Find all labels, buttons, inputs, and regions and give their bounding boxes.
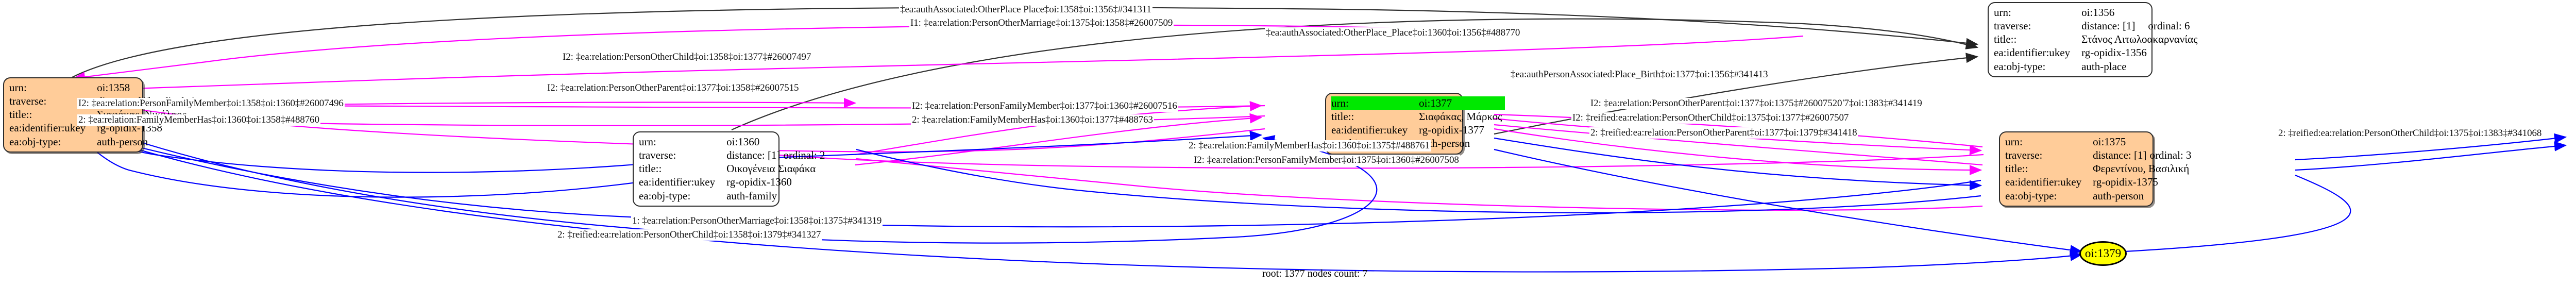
- value-ordinal: ordinal: 2: [783, 149, 825, 162]
- label-urn: urn:: [2005, 136, 2023, 148]
- node-row-traverse: traverse: distance: [1] ordinal: 3: [2005, 148, 2195, 162]
- label-title: title::: [1994, 33, 2017, 46]
- value-urn: oi:1358: [97, 81, 130, 94]
- edge-label-e19: 2: ‡reified:ea:relation:PersonOtherChild…: [556, 229, 822, 241]
- node-record-1360[interactable]: urn: oi:1360 traverse: distance: [1] ord…: [633, 131, 825, 207]
- label-urn: urn:: [9, 81, 27, 94]
- value-urn: oi:1377: [1419, 96, 1505, 110]
- value-ukey: rg-opidix-1360: [726, 176, 792, 189]
- node-row-ukey: ea:identifier:ukey rg-opidix-1360: [639, 175, 828, 189]
- label-traverse: traverse:: [639, 149, 676, 162]
- edge-label-e12: 2: ‡ea:relation:FamilyMemberHas‡oi:1360‡…: [911, 114, 1154, 126]
- label-title: title::: [1331, 110, 1354, 123]
- value-title: Στάνος Αιτωλοακαρνανίας: [2081, 33, 2198, 46]
- label-urn: urn:: [1994, 6, 2011, 19]
- value-ordinal: ordinal: 6: [2148, 20, 2190, 32]
- edge-label-e11: 2: ‡ea:relation:FamilyMemberHas‡oi:1360‡…: [77, 114, 320, 126]
- label-traverse: traverse:: [1994, 20, 2031, 32]
- edge-label-e7: I2: ‡ea:relation:PersonOtherParent‡oi:13…: [546, 82, 800, 94]
- node-row-objtype: ea:obj-type: auth-place: [1994, 60, 2200, 73]
- label-urn: urn:: [639, 136, 656, 148]
- edge-label-e5: ‡ea:authPersonAssociated:Place_Birth‡oi:…: [1510, 69, 1769, 80]
- node-row-ukey: ea:identifier:ukey rg-opidix-1377: [1331, 123, 1505, 137]
- edge-label-e18: 1: ‡ea:relation:PersonOtherMarriage‡oi:1…: [631, 215, 883, 227]
- edge-label-e15: 2: ‡reified:ea:relation:PersonOtherChild…: [2277, 128, 2543, 139]
- value-distance: distance: [1]: [2093, 149, 2147, 162]
- node-ellipse-1379[interactable]: oi:1379: [2079, 241, 2127, 266]
- edge-label-e16: 2: ‡ea:relation:FamilyMemberHas‡oi:1360‡…: [1188, 140, 1431, 152]
- label-ukey: ea:identifier:ukey: [2005, 176, 2082, 189]
- node-row-title: title:: Οικογένεια Σιαφάκα: [639, 162, 828, 175]
- node-row-urn: urn: oi:1375: [2005, 135, 2195, 148]
- edge-label-e4: I2: ‡ea:relation:PersonOtherChild‡oi:135…: [562, 52, 812, 63]
- value-distance: distance: [1]: [726, 149, 781, 162]
- value-ordinal: ordinal: 3: [2149, 149, 2192, 162]
- value-urn: oi:1360: [726, 136, 760, 148]
- value-title: Φερεντίνου, Βασιλική: [2093, 162, 2190, 175]
- value-objtype: auth-person: [97, 135, 148, 148]
- label-title: title::: [9, 108, 32, 121]
- node-row-title: title:: Στάνος Αιτωλοακαρνανίας: [1994, 32, 2200, 46]
- label-ukey: ea:identifier:ukey: [1994, 46, 2071, 59]
- node-ellipse-1379-label: oi:1379: [2084, 247, 2122, 260]
- node-row-objtype: ea:obj-type: auth-person: [2005, 189, 2195, 203]
- value-urn: oi:1356: [2081, 6, 2115, 19]
- value-title: Οικογένεια Σιαφάκα: [726, 162, 816, 175]
- node-row-traverse: traverse: distance: [1] ordinal: 2: [639, 148, 828, 162]
- value-objtype: auth-person: [2093, 189, 2144, 202]
- edge-label-e10: I2: ‡ea:relation:PersonOtherParent‡oi:13…: [1589, 98, 1843, 109]
- node-row-objtype: ea:obj-type: auth-family: [639, 189, 828, 203]
- value-objtype: auth-family: [726, 189, 777, 202]
- label-title: title::: [639, 162, 662, 175]
- node-row-ukey: ea:identifier:ukey rg-opidix-1375: [2005, 175, 2195, 189]
- node-record-1356[interactable]: urn: oi:1356 traverse: distance: [1] ord…: [1988, 2, 2197, 77]
- value-title: Σιαφάκας, Μάρκος: [1419, 110, 1502, 123]
- edge-label-e9: I2: ‡ea:relation:PersonFamilyMember‡oi:1…: [911, 100, 1178, 112]
- node-record-1375[interactable]: urn: oi:1375 traverse: distance: [1] ord…: [1999, 131, 2192, 207]
- node-row-urn: urn: oi:1356: [1994, 6, 2200, 19]
- edge-label-e17: I2: ‡ea:relation:PersonFamilyMember‡oi:1…: [1193, 155, 1460, 166]
- edge-label-e1: ‡ea:authAssociated:OtherPlace Place‡oi:1…: [899, 4, 1153, 15]
- node-row-urn: urn: oi:1360: [639, 135, 828, 148]
- label-ukey: ea:identifier:ukey: [639, 176, 716, 189]
- node-row-ukey: ea:identifier:ukey rg-opidix-1356: [1994, 46, 2200, 59]
- value-ukey: rg-opidix-1377: [1419, 124, 1484, 137]
- graph-caption: root: 1377 nodes count: 7: [1262, 268, 1368, 279]
- label-objtype: ea:obj-type:: [1994, 60, 2046, 73]
- edge-label-e3: ‡ea:authAssociated:OtherPlace_Place‡oi:1…: [1265, 27, 1521, 39]
- label-urn: urn:: [1331, 96, 1419, 110]
- label-objtype: ea:obj-type:: [2005, 189, 2057, 202]
- value-ukey: rg-opidix-1375: [2093, 176, 2158, 189]
- value-urn: oi:1375: [2093, 136, 2126, 148]
- value-objtype: auth-person: [1419, 137, 1470, 150]
- label-objtype: ea:obj-type:: [639, 189, 691, 202]
- value-objtype: auth-place: [2081, 60, 2127, 73]
- label-ukey: ea:identifier:ukey: [1331, 124, 1408, 137]
- value-distance: distance: [1]: [2081, 20, 2136, 32]
- node-row-urn: urn: oi:1358: [9, 81, 199, 94]
- node-row-urn-highlighted: urn: oi:1377: [1331, 96, 1505, 110]
- label-ukey: ea:identifier:ukey: [9, 122, 86, 134]
- node-row-title: title:: Φερεντίνου, Βασιλική: [2005, 162, 2195, 175]
- edge-label-e13: I2: ‡reified:ea:relation:PersonOtherChil…: [1571, 112, 1850, 124]
- node-row-traverse: traverse: distance: [1] ordinal: 6: [1994, 19, 2200, 32]
- value-ukey: rg-opidix-1356: [2081, 46, 2147, 59]
- edge-label-e8: I2: ‡ea:relation:PersonFamilyMember‡oi:1…: [77, 98, 345, 109]
- edge-label-e14: 2: ‡reified:ea:relation:PersonOtherParen…: [1589, 127, 1858, 139]
- label-objtype: ea:obj-type:: [9, 135, 61, 148]
- node-row-objtype: ea:obj-type: auth-person: [9, 135, 199, 148]
- edge-label-e2: I1: ‡ea:relation:PersonOtherMarriage‡oi:…: [909, 18, 1174, 29]
- label-title: title::: [2005, 162, 2028, 175]
- label-traverse: traverse:: [2005, 149, 2043, 162]
- label-traverse: traverse:: [9, 95, 47, 108]
- node-row-title: title:: Σιαφάκας, Μάρκος: [1331, 110, 1505, 123]
